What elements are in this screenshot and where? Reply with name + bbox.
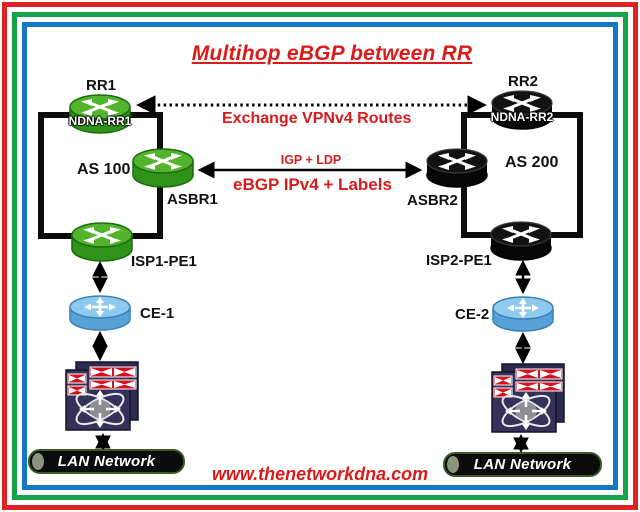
asbr1-label: ASBR1 [167,191,218,208]
rr2-label: RR2 [508,73,539,90]
igp-ldp-label: IGP + LDP [280,153,342,167]
lan2-switch-icon [486,363,570,435]
lan2-label: LAN Network [473,456,572,473]
lan1-segment: LAN Network [28,449,185,474]
diagram-title: Multihop eBGP between RR [191,42,473,65]
ce1-label: CE-1 [140,305,175,322]
ce1-router-icon [68,293,132,333]
lan1-label: LAN Network [57,453,156,470]
isp1-pe1-router-icon [70,220,134,264]
ce2-label: CE-2 [455,306,490,323]
isp2-pe1-router-icon [489,219,553,263]
as200-label: AS 200 [505,154,559,171]
rr2-hostname: NDNA-RR2 [490,110,554,124]
lan1-switch-icon [60,361,144,433]
ebgp-label: eBGP IPv4 + Labels [233,175,392,194]
asbr2-router-icon [425,146,489,190]
rr1-router-icon [68,92,132,136]
asbr2-label: ASBR2 [407,192,458,209]
asbr1-router-icon [131,146,195,190]
as100-label: AS 100 [77,161,131,178]
rr-peering-label: Exchange VPNv4 Routes [222,110,412,127]
lan2-bar-cap [447,456,459,473]
site-watermark: www.thenetworkdna.com [211,464,429,484]
rr2-router-icon [490,88,554,132]
ce2-router-icon [491,294,555,334]
lan2-segment: LAN Network [443,452,602,477]
lan1-bar-cap [32,453,44,470]
rr1-hostname: NDNA-RR1 [68,114,132,128]
isp2-pe1-label: ISP2-PE1 [426,252,492,269]
isp1-pe1-label: ISP1-PE1 [131,253,197,270]
rr1-label: RR1 [86,77,117,94]
